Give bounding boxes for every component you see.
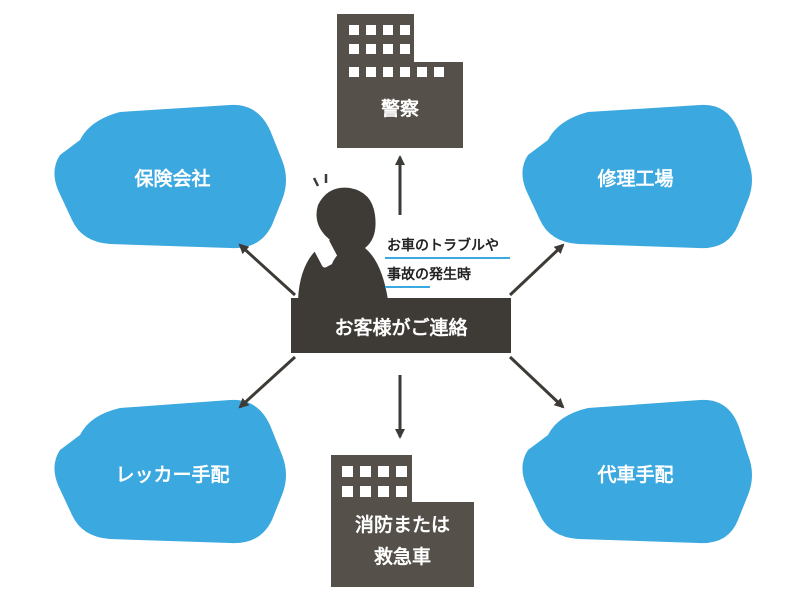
hexagon-insurance	[54, 104, 286, 249]
police-building	[337, 14, 463, 148]
center-subline-2: 事故の発生時	[387, 267, 471, 283]
hexagon-tow	[54, 399, 286, 544]
substitute-label: 代車手配	[597, 464, 674, 486]
fire-label-line2: 救急車	[373, 546, 431, 568]
center-label: お客様がご連絡	[334, 317, 468, 339]
hexagon-substitute	[522, 399, 752, 544]
arrow-to-insurance	[238, 243, 297, 297]
center-box	[291, 298, 511, 353]
person-on-phone-icon	[298, 174, 388, 300]
hexagon-repair	[522, 104, 752, 249]
police-label: 警察	[380, 98, 419, 120]
arrow-to-repair	[508, 243, 565, 297]
fire-building	[331, 455, 474, 587]
tow-label: レッカー手配	[115, 464, 230, 486]
arrow-to-substitute	[508, 355, 565, 409]
fire-label-line1: 消防または	[354, 514, 450, 536]
insurance-label: 保険会社	[134, 168, 211, 190]
repair-label: 修理工場	[597, 168, 674, 190]
center-subline-1: お車のトラブルや	[387, 238, 499, 254]
arrow-to-tow	[238, 355, 297, 409]
